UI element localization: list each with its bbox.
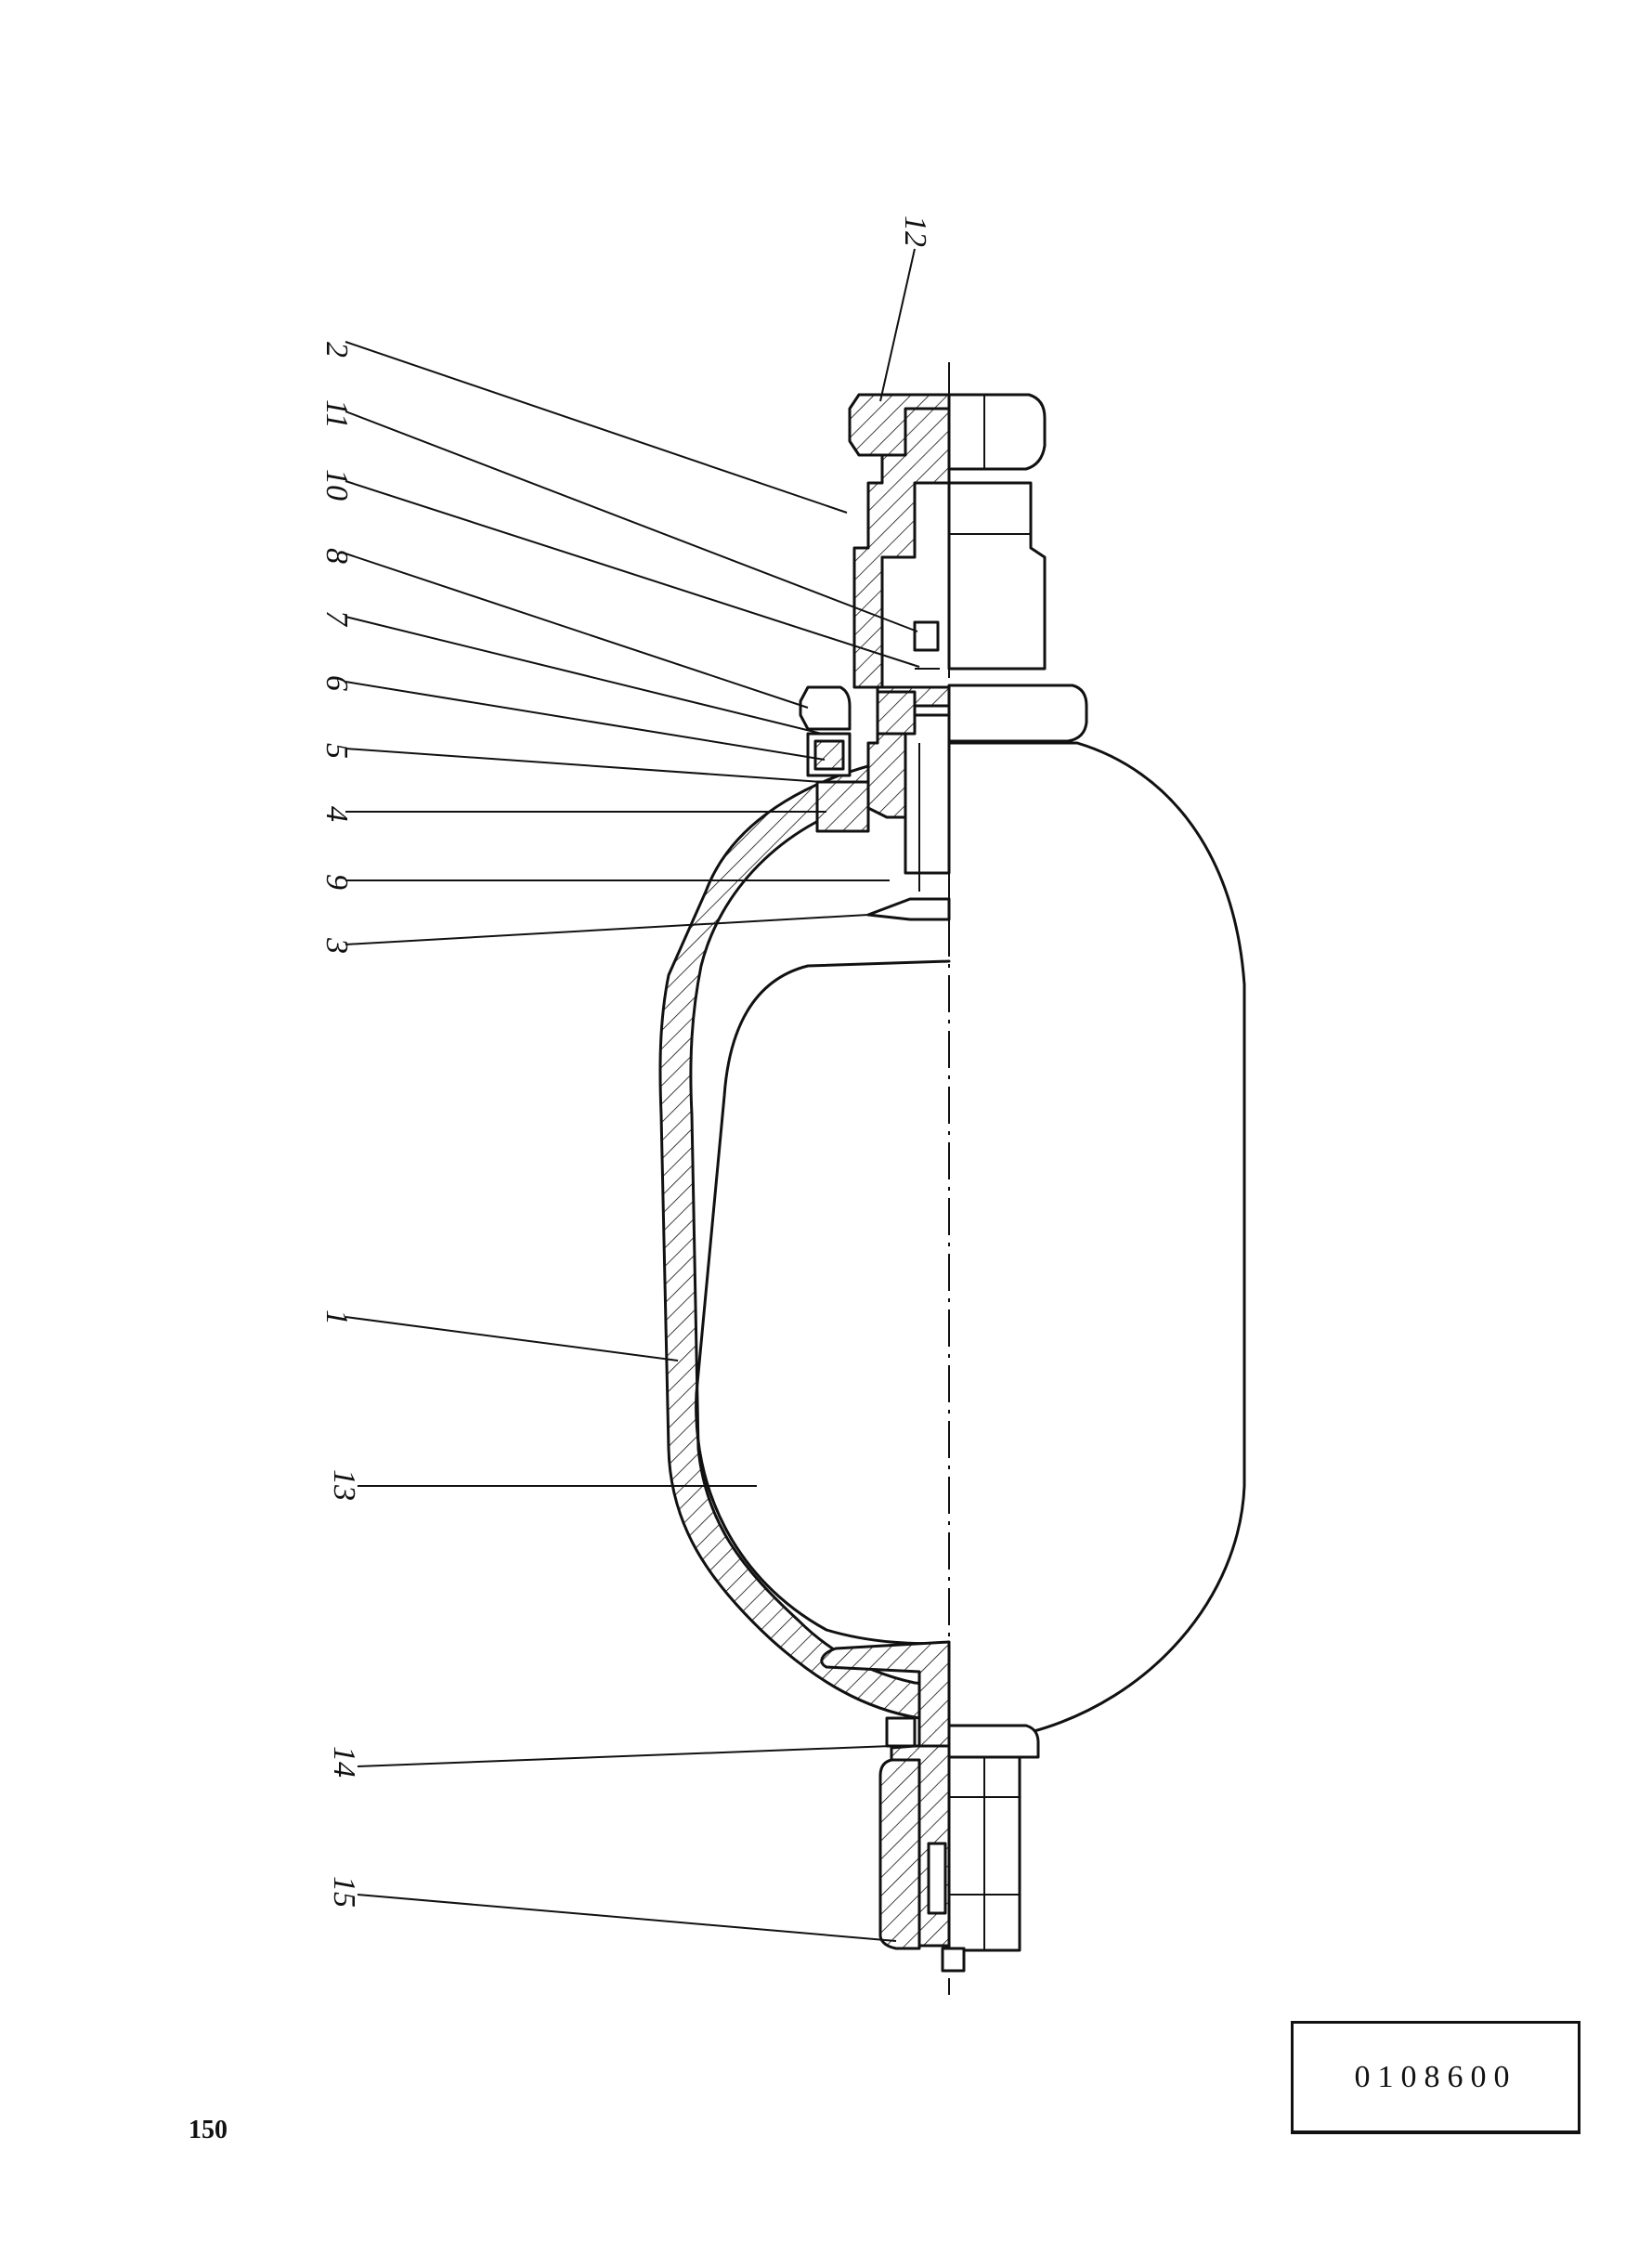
lower-valve-inset <box>927 1842 947 1915</box>
bladder-outline <box>695 959 951 1646</box>
lower-vent-screw <box>941 1947 966 1973</box>
top-nut-section <box>848 393 951 457</box>
upper-body-section <box>852 397 951 689</box>
valve-stem-section <box>904 713 951 875</box>
part-label-15: 15 <box>327 1876 361 1908</box>
leader-7 <box>345 616 823 735</box>
part-label-14: 14 <box>327 1746 361 1778</box>
drawing-code-box: 0108600 <box>1291 2021 1580 2134</box>
part-label-2: 2 <box>319 342 354 358</box>
part-label-3: 3 <box>319 937 354 954</box>
leader-11 <box>345 410 918 632</box>
shell-outer-view <box>947 741 1246 1734</box>
mounting-nut <box>799 685 852 731</box>
lower-plug-section <box>820 1640 951 1748</box>
part-label-8: 8 <box>319 548 354 564</box>
part-label-4: 4 <box>319 806 354 822</box>
lower-nut-section <box>885 1716 917 1748</box>
leader-8 <box>345 553 809 709</box>
leader-14 <box>357 1745 892 1767</box>
gas-valve-body-view <box>947 481 1047 671</box>
part-label-10: 10 <box>319 469 354 501</box>
upper-flange-section <box>815 780 870 833</box>
part-label-7: 7 <box>319 610 354 628</box>
drawing-code: 0108600 <box>1354 2059 1517 2094</box>
part-label-13: 13 <box>327 1469 361 1501</box>
leader-3 <box>345 914 869 945</box>
leader-10 <box>345 480 920 668</box>
leader-12 <box>879 248 916 402</box>
top-cap-nut-view <box>947 393 1047 471</box>
leader-5 <box>345 748 823 783</box>
lower-nut-view <box>947 1724 1040 1759</box>
leader-6 <box>345 681 826 761</box>
poppet-plate <box>866 897 951 921</box>
shell-section <box>658 752 951 1722</box>
page-number: 150 <box>189 2116 228 2144</box>
part-label-1: 1 <box>319 1309 354 1325</box>
leader-15 <box>357 1894 897 1942</box>
part-label-6: 6 <box>319 675 354 691</box>
part-label-12: 12 <box>898 215 932 247</box>
part-label-9: 9 <box>319 874 354 890</box>
seal-ring-inner <box>813 739 845 771</box>
part-label-5: 5 <box>319 743 354 759</box>
lower-cap-section <box>878 1758 921 1950</box>
part-label-11: 11 <box>319 399 354 428</box>
leader-2 <box>345 341 848 514</box>
leader-1 <box>345 1316 679 1362</box>
lock-nut-section <box>876 690 917 736</box>
cap-washer <box>913 620 940 652</box>
upper-nut-view <box>947 684 1088 743</box>
